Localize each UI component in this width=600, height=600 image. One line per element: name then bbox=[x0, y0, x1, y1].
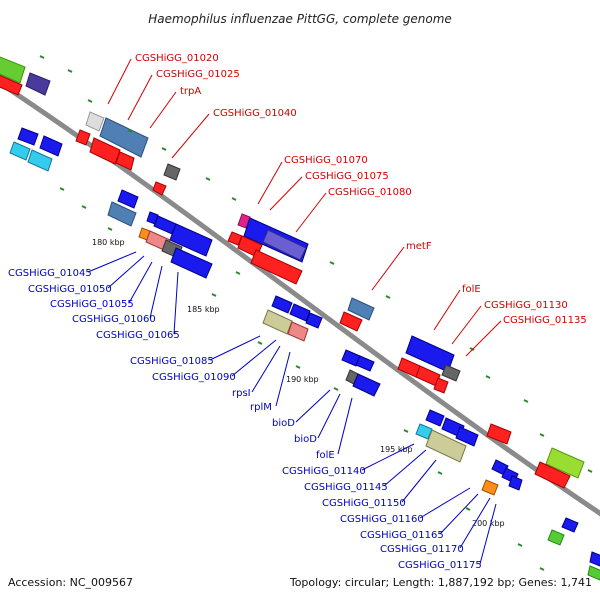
genome-backbone bbox=[0, 80, 600, 517]
gene-feature[interactable] bbox=[561, 517, 579, 533]
gene-feature[interactable] bbox=[587, 565, 600, 581]
gene-feature[interactable] bbox=[341, 349, 361, 367]
tick-label-200: 200 kbp bbox=[472, 519, 505, 528]
gene-label-rev[interactable]: bioD bbox=[272, 418, 295, 429]
gene-feature[interactable] bbox=[153, 215, 177, 235]
gene-feature[interactable] bbox=[289, 303, 311, 322]
gene-label-rev[interactable]: CGSHiGG_01170 bbox=[380, 544, 464, 555]
gene-feature[interactable] bbox=[455, 426, 479, 447]
gene-label-rev[interactable]: CGSHiGG_01060 bbox=[72, 314, 156, 325]
gene-feature[interactable] bbox=[107, 201, 137, 227]
gene-feature[interactable] bbox=[227, 231, 243, 246]
tick-label-190: 190 kbp bbox=[286, 375, 319, 384]
gene-label-fwd[interactable]: trpA bbox=[180, 86, 201, 97]
gene-feature[interactable] bbox=[425, 409, 445, 427]
gene-feature[interactable] bbox=[262, 309, 293, 335]
gene-feature[interactable] bbox=[347, 297, 375, 321]
gene-feature[interactable] bbox=[534, 461, 571, 489]
gene-feature[interactable] bbox=[89, 137, 121, 165]
gene-label-rev[interactable]: folE bbox=[316, 450, 335, 461]
tick-marks bbox=[39, 55, 593, 571]
gene-label-fwd[interactable]: CGSHiGG_01130 bbox=[484, 300, 568, 311]
gene-feature[interactable] bbox=[99, 117, 149, 158]
tick-label-185: 185 kbp bbox=[187, 305, 220, 314]
gene-label-fwd[interactable]: metF bbox=[406, 241, 432, 252]
gene-feature[interactable] bbox=[486, 423, 512, 445]
gene-feature[interactable] bbox=[355, 355, 375, 372]
gene-feature[interactable] bbox=[287, 321, 309, 342]
gene-label-rev[interactable]: CGSHiGG_01055 bbox=[50, 299, 134, 310]
gene-label-rev[interactable]: CGSHiGG_01045 bbox=[8, 268, 92, 279]
gene-feature[interactable] bbox=[9, 141, 31, 161]
map-title: Haemophilus influenzae PittGG, complete … bbox=[148, 12, 452, 26]
gene-feature[interactable] bbox=[85, 111, 105, 132]
gene-feature[interactable] bbox=[17, 127, 39, 146]
gene-label-rev[interactable]: CGSHiGG_01145 bbox=[304, 482, 388, 493]
gene-label-fwd[interactable]: CGSHiGG_01025 bbox=[156, 69, 240, 80]
gene-label-rev[interactable]: CGSHiGG_01160 bbox=[340, 514, 424, 525]
gene-feature[interactable] bbox=[163, 163, 181, 181]
gene-feature[interactable] bbox=[170, 247, 213, 279]
gene-feature[interactable] bbox=[508, 475, 523, 491]
gene-label-rev[interactable]: CGSHiGG_01050 bbox=[28, 284, 112, 295]
gene-label-rev[interactable]: rplM bbox=[250, 402, 272, 413]
gene-label-rev[interactable]: bioD bbox=[294, 434, 317, 445]
reverse-strand-genes bbox=[9, 127, 600, 581]
gene-feature[interactable] bbox=[547, 529, 565, 546]
gene-feature[interactable] bbox=[545, 447, 585, 479]
gene-feature[interactable] bbox=[27, 149, 53, 172]
gene-feature[interactable] bbox=[425, 429, 467, 463]
gene-feature[interactable] bbox=[115, 151, 135, 171]
gene-label-rev[interactable]: rpsI bbox=[232, 388, 251, 399]
accession-text: Accession: NC_009567 bbox=[8, 576, 133, 589]
gene-feature[interactable] bbox=[352, 373, 381, 397]
gene-label-rev[interactable]: CGSHiGG_01090 bbox=[152, 372, 236, 383]
tick-label-180: 180 kbp bbox=[92, 238, 125, 247]
gene-feature[interactable] bbox=[589, 551, 600, 567]
gene-label-rev[interactable]: CGSHiGG_01150 bbox=[322, 498, 406, 509]
gene-label-rev[interactable]: CGSHiGG_01065 bbox=[96, 330, 180, 341]
gene-feature[interactable] bbox=[271, 295, 293, 314]
gene-feature[interactable] bbox=[481, 479, 499, 496]
gene-label-fwd[interactable]: CGSHiGG_01080 bbox=[328, 187, 412, 198]
gene-feature[interactable] bbox=[0, 72, 23, 96]
gene-feature[interactable] bbox=[0, 55, 26, 84]
gene-label-fwd[interactable]: CGSHiGG_01075 bbox=[305, 171, 389, 182]
gene-feature[interactable] bbox=[339, 311, 363, 332]
gene-feature[interactable] bbox=[305, 312, 323, 329]
gene-feature[interactable] bbox=[39, 135, 63, 157]
gene-feature[interactable] bbox=[75, 129, 91, 146]
gene-feature[interactable] bbox=[152, 181, 167, 196]
reverse-gene-labels: CGSHiGG_01045 CGSHiGG_01050 CGSHiGG_0105… bbox=[8, 251, 497, 571]
gene-label-fwd[interactable]: CGSHiGG_01135 bbox=[503, 315, 587, 326]
gene-label-rev[interactable]: CGSHiGG_01085 bbox=[130, 356, 214, 367]
gene-label-rev[interactable]: CGSHiGG_01165 bbox=[360, 530, 444, 541]
tick-label-195: 195 kbp bbox=[380, 445, 413, 454]
gene-feature[interactable] bbox=[117, 189, 139, 209]
gene-feature[interactable] bbox=[415, 423, 433, 440]
gene-label-rev[interactable]: CGSHiGG_01175 bbox=[398, 560, 482, 571]
gene-label-fwd[interactable]: folE bbox=[462, 284, 481, 295]
genome-stats-text: Topology: circular; Length: 1,887,192 bp… bbox=[289, 576, 592, 589]
gene-label-fwd[interactable]: CGSHiGG_01020 bbox=[135, 53, 219, 64]
gene-feature[interactable] bbox=[25, 72, 51, 96]
forward-strand-genes bbox=[0, 55, 585, 489]
gene-label-fwd[interactable]: CGSHiGG_01070 bbox=[284, 155, 368, 166]
gene-feature[interactable] bbox=[441, 364, 461, 382]
gene-label-rev[interactable]: CGSHiGG_01140 bbox=[282, 466, 366, 477]
kbp-ticks: 180 kbp 185 kbp 190 kbp 195 kbp 200 kbp bbox=[92, 238, 505, 528]
gene-feature[interactable] bbox=[250, 249, 303, 285]
gene-feature[interactable] bbox=[433, 377, 449, 394]
gene-label-fwd[interactable]: CGSHiGG_01040 bbox=[213, 108, 297, 119]
gene-feature[interactable] bbox=[237, 213, 251, 229]
gene-feature[interactable] bbox=[169, 223, 213, 257]
forward-gene-labels: CGSHiGG_01020 CGSHiGG_01025 trpA CGSHiGG… bbox=[107, 53, 587, 357]
gene-feature[interactable] bbox=[262, 229, 307, 261]
